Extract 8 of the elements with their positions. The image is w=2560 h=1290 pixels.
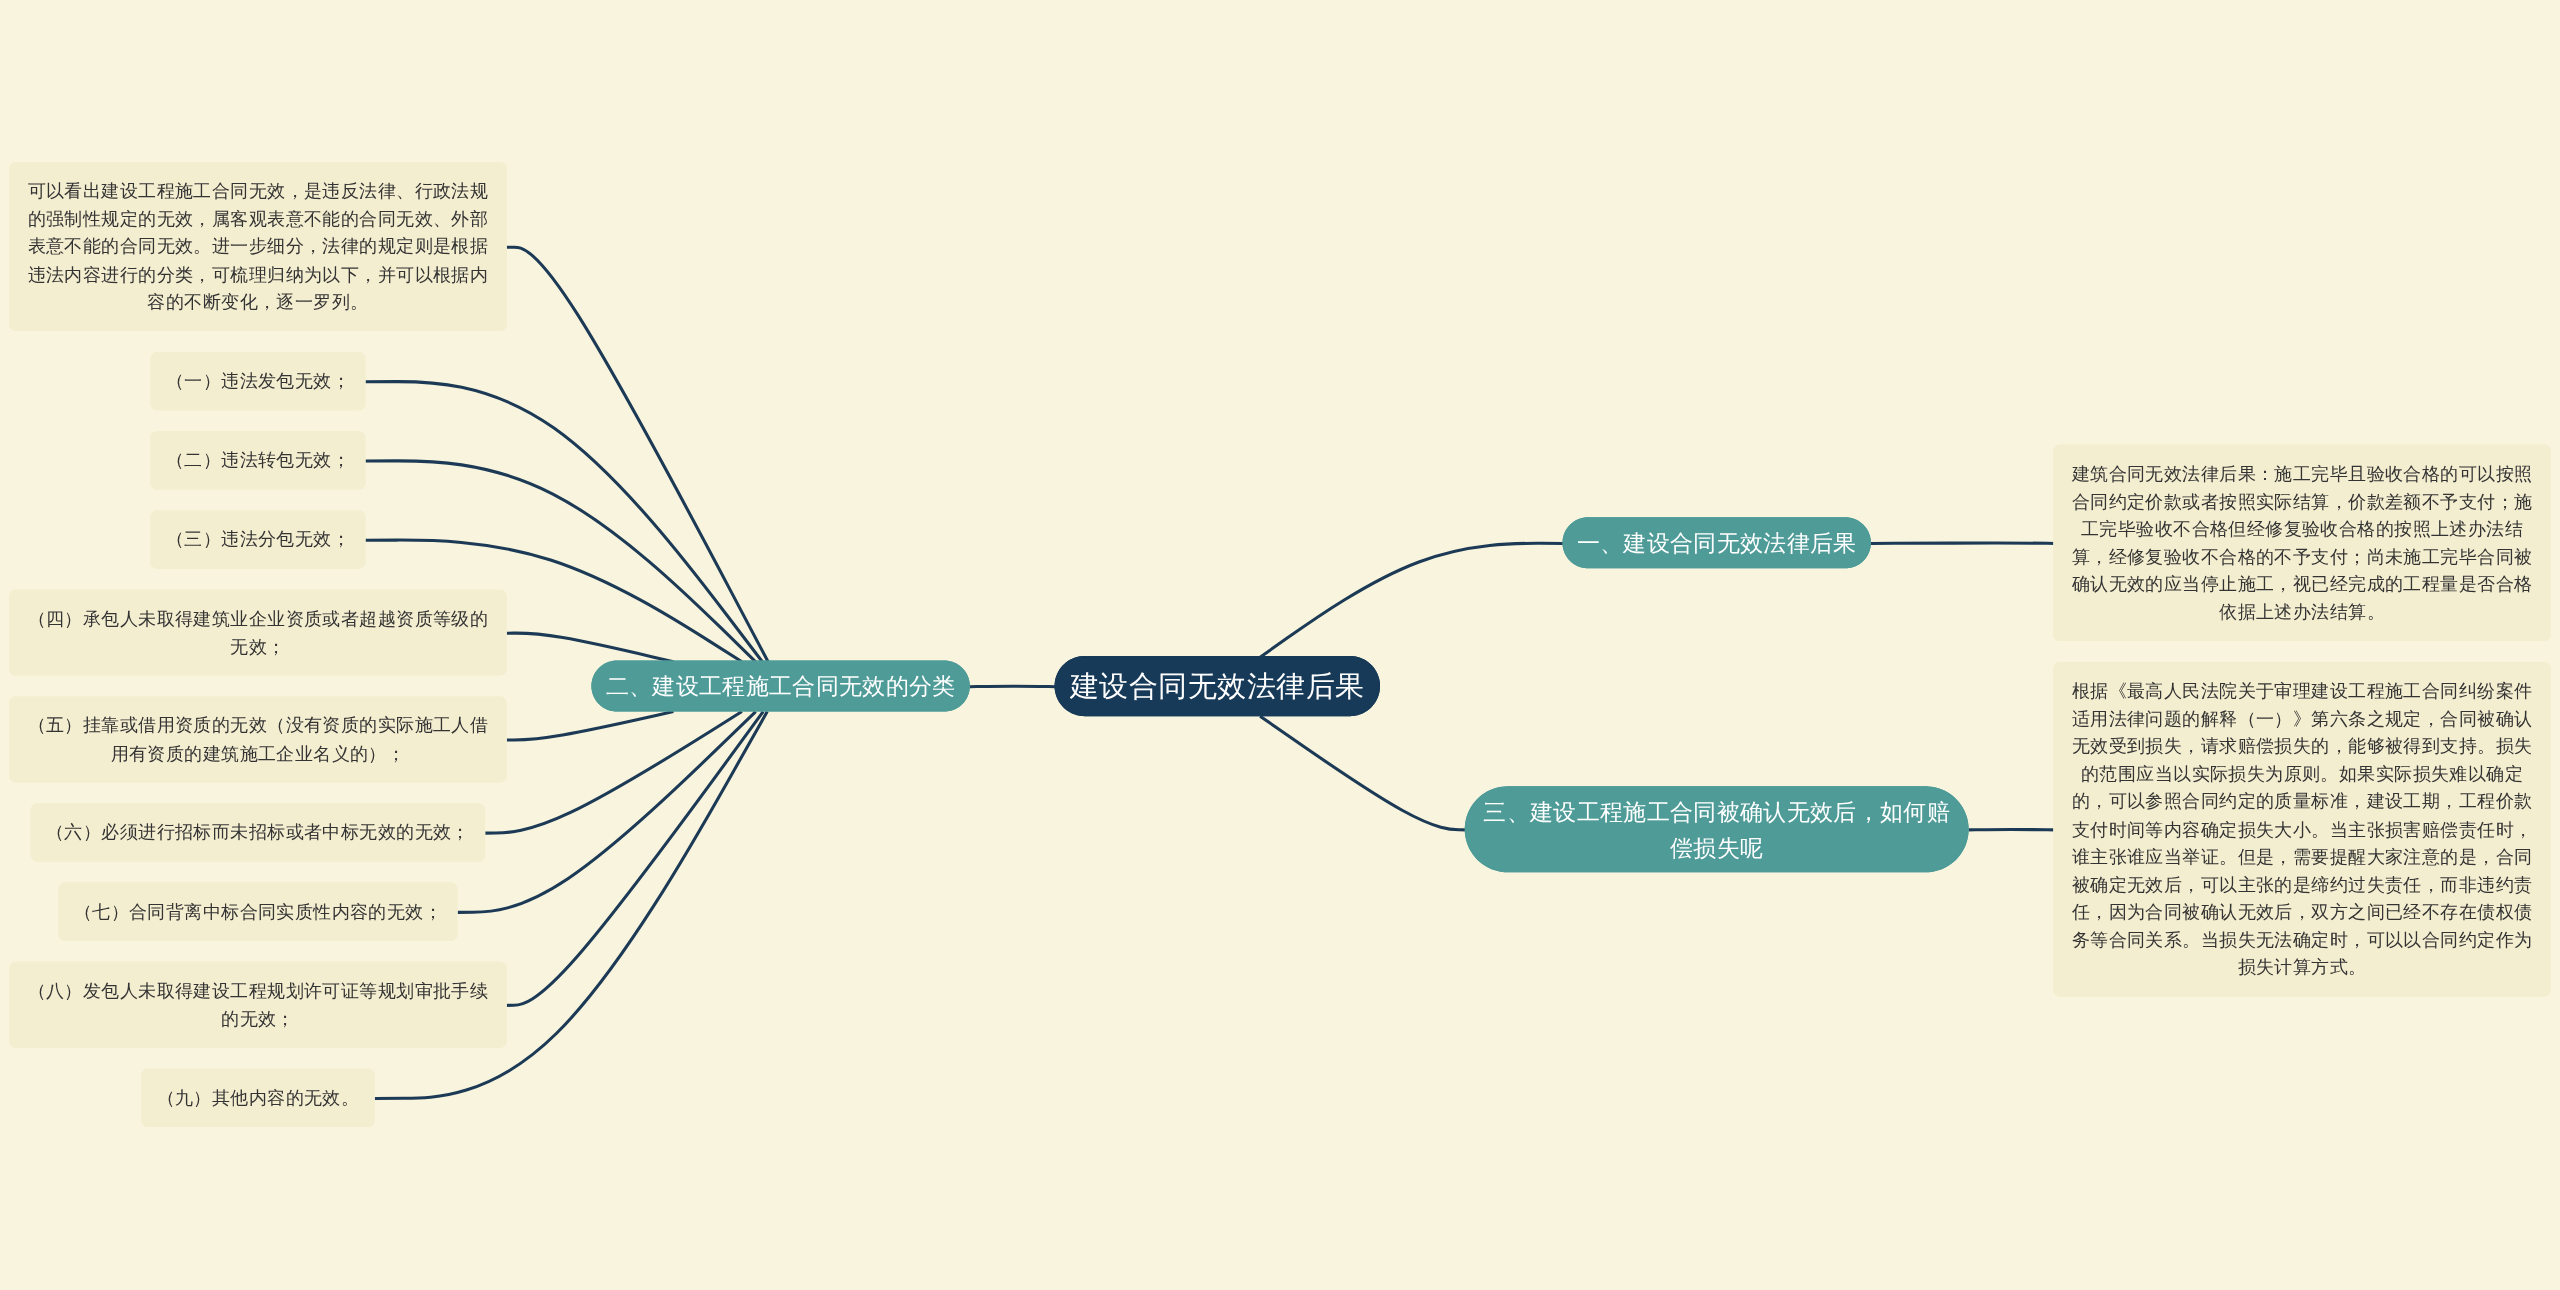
connector <box>506 711 765 1008</box>
connector <box>506 246 770 663</box>
connector <box>374 711 769 1101</box>
connector <box>457 710 757 915</box>
connector <box>969 685 1056 689</box>
connector <box>485 710 743 836</box>
connector <box>506 710 674 743</box>
connector <box>1259 715 1466 832</box>
